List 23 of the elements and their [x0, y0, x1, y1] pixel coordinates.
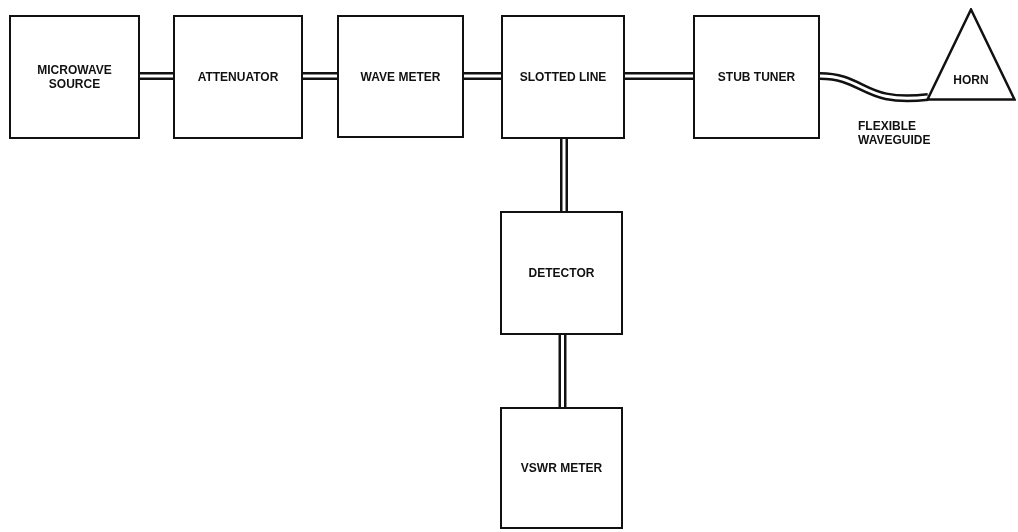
horn-antenna-triangle	[926, 8, 1016, 101]
node-label: MICROWAVE SOURCE	[36, 63, 113, 91]
waveguide-connector	[625, 72, 693, 80]
node-label: ATTENUATOR	[197, 70, 279, 84]
waveguide-connector	[303, 72, 337, 80]
block-box	[173, 15, 303, 139]
block-box	[500, 407, 623, 529]
block-box	[693, 15, 820, 139]
node-label: DETECTOR	[528, 266, 595, 280]
waveguide-connector	[558, 335, 567, 407]
block-box	[9, 15, 140, 139]
node-label: STUB TUNER	[717, 70, 796, 84]
node-label: HORN	[952, 72, 990, 89]
waveguide-connector	[140, 72, 173, 80]
waveguide-connector	[464, 72, 501, 80]
node-label: SLOTTED LINE	[519, 70, 607, 84]
block-box	[337, 15, 464, 138]
waveguide-connector	[819, 72, 929, 103]
node-label: WAVE METER	[360, 69, 441, 84]
waveguide-connector	[560, 139, 568, 211]
block-box	[500, 211, 623, 335]
block-box	[501, 15, 625, 139]
node-label: VSWR METER	[520, 461, 603, 475]
